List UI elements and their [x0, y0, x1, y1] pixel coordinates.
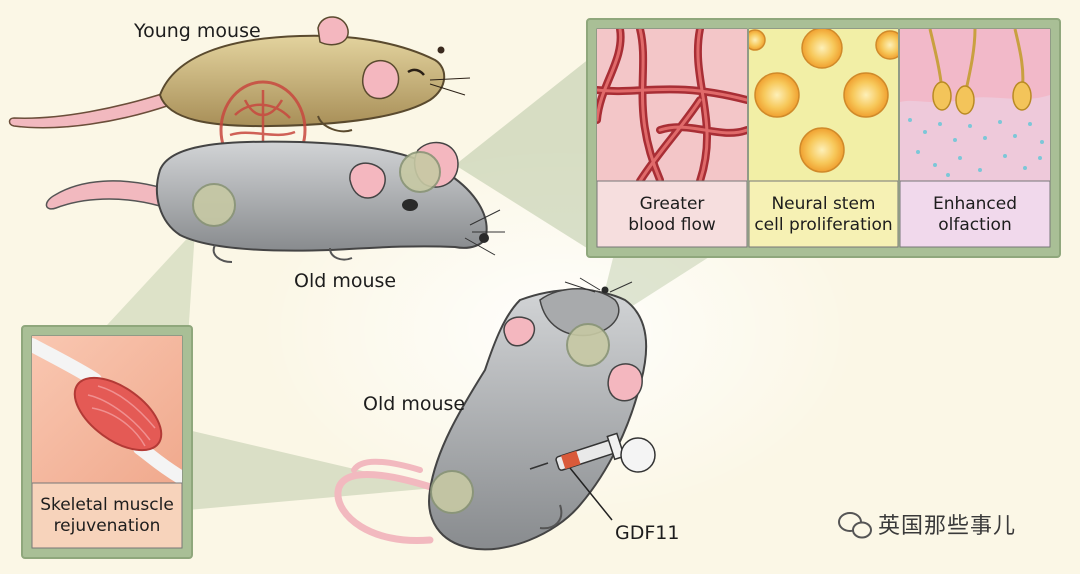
blood-flow-caption: Greater blood flow: [628, 193, 716, 235]
watermark-text: 英国那些事儿: [878, 514, 1017, 539]
beam-leg-to-muscle: [95, 230, 195, 338]
young-mouse: [8, 16, 471, 133]
muscle-panel: [21, 325, 193, 559]
old-mouse-top-label: Old mouse: [294, 270, 397, 292]
neural-stem-cell-icon: [749, 29, 898, 181]
old-mouse-bottom-label: Old mouse: [363, 393, 466, 415]
gdf11-pointer: [569, 467, 613, 521]
watermark: 英国那些事儿: [878, 508, 1016, 540]
old-mouse-top: [45, 140, 505, 263]
wechat-icon: [838, 512, 872, 539]
blood-vessel-icon: [597, 29, 747, 181]
highlight-circle-brain: [399, 151, 441, 193]
young-mouse-label: Young mouse: [134, 20, 261, 42]
olfaction-caption: Enhanced olfaction: [932, 193, 1018, 235]
skeletal-muscle-icon: [32, 336, 182, 483]
highlight-circle-leg: [192, 183, 236, 227]
neural-stem-caption: Neural stem cell proliferation: [754, 193, 893, 235]
beam-head-to-panels: [455, 58, 590, 250]
highlight-circle-leg-bottom: [430, 470, 474, 514]
organ-panels: [586, 18, 1061, 258]
muscle-caption: Skeletal muscle rejuvenation: [40, 495, 174, 536]
olfactory-neuron-icon: [900, 29, 1050, 181]
old-mouse-bottom: [334, 277, 648, 551]
gdf11-label: GDF11: [615, 522, 680, 544]
beam-bottom-leg-to-muscle: [188, 430, 435, 510]
highlight-circle-brain-bottom: [566, 323, 610, 367]
syringe-icon: [529, 432, 656, 521]
